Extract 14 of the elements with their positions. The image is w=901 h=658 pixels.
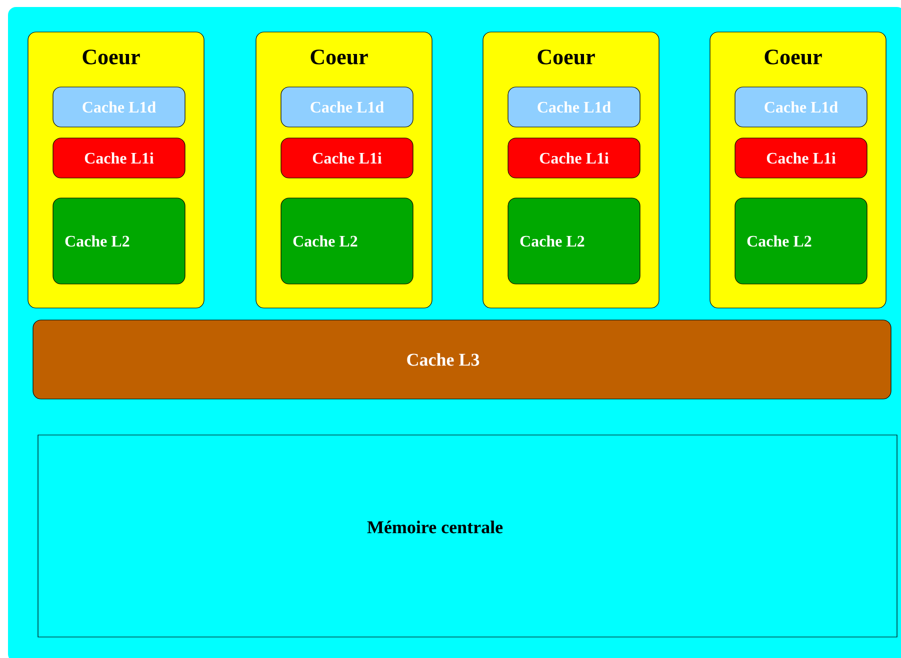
cache-box: Cache L2	[508, 198, 640, 284]
cache-bar: Cache L3	[32, 320, 892, 400]
memory-box: Mémoire centrale	[38, 434, 898, 638]
cache-box: Cache L2	[734, 198, 868, 284]
cache-box: Cache L1d	[734, 86, 868, 128]
cache-box: Cache L1i	[280, 138, 414, 178]
cache-box: Cache L1i	[508, 138, 640, 178]
cache-box: Cache L1d	[280, 86, 414, 128]
cache-box: Cache L1d	[508, 86, 640, 128]
cache-box: Cache L1i	[52, 138, 186, 178]
cache-box: Cache L1i	[734, 138, 868, 178]
cache-box: Cache L1d	[52, 86, 186, 128]
cache-box: Cache L2	[52, 198, 186, 284]
cache-box: Cache L2	[280, 198, 414, 284]
